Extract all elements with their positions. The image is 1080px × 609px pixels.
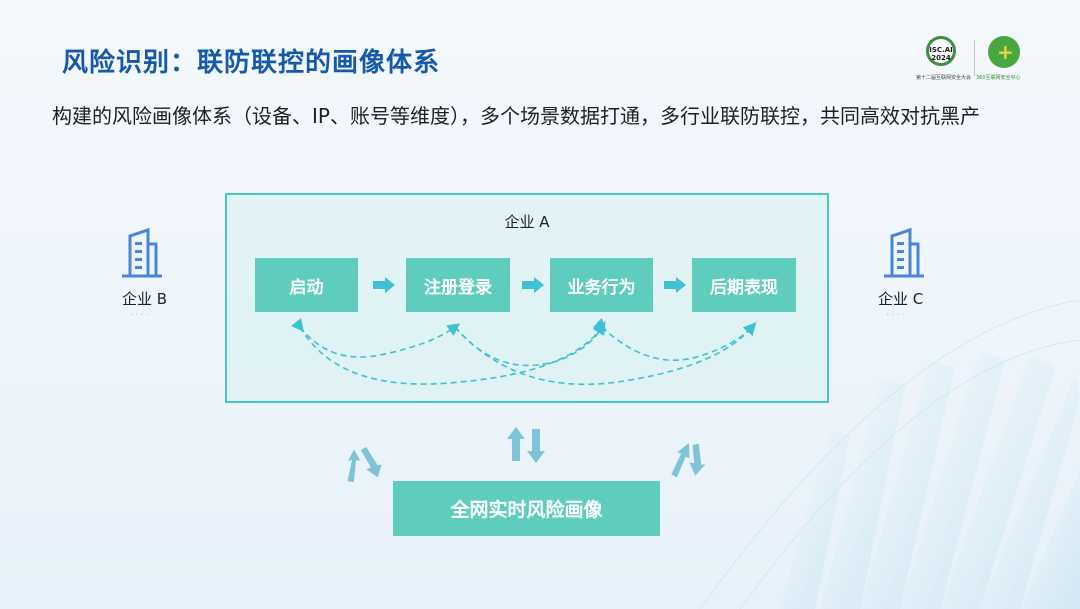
- sync-arrows-icon: [671, 442, 706, 478]
- enterprise-c-label: 企业 C: [878, 290, 924, 308]
- isc-caption: 第十二届互联网安全大会: [916, 75, 972, 81]
- isc-logo-text: ISC.AI 2024: [929, 46, 953, 62]
- building-icon: [884, 227, 924, 278]
- arrow-right-icon: [522, 277, 544, 293]
- step-register-login: 注册登录: [406, 258, 510, 312]
- step-start: 启动: [255, 258, 358, 312]
- arrow-right-icon: [664, 277, 686, 293]
- enterprise-b-dots: ····: [130, 310, 151, 321]
- logo-divider: [974, 40, 975, 76]
- enterprise-b-label: 企业 B: [122, 290, 168, 308]
- sync-arrows-icon: [347, 446, 382, 483]
- brand-logo-icon: +: [988, 36, 1020, 68]
- arrow-right-icon: [373, 277, 395, 293]
- step-business-behavior: 业务行为: [550, 258, 653, 312]
- logo-area: ISC.AI 2024 + 第十二届互联网安全大会 360互联网安全中心: [916, 36, 1046, 86]
- sync-arrows-icon: [507, 427, 545, 463]
- building-icon: [122, 227, 162, 278]
- step-later-performance: 后期表现: [692, 258, 796, 312]
- isc-logo-icon: ISC.AI 2024: [926, 36, 956, 66]
- slide-title: 风险识别：联防联控的画像体系: [62, 48, 441, 78]
- global-risk-profile-box: 全网实时风险画像: [393, 481, 660, 536]
- slide-subtitle: 构建的风险画像体系（设备、IP、账号等维度），多个场景数据打通，多行业联防联控，…: [52, 104, 980, 128]
- enterprise-a-label: 企业 A: [504, 213, 550, 231]
- enterprise-c-dots: ····: [886, 310, 907, 321]
- brand-caption: 360互联网安全中心: [976, 75, 1021, 81]
